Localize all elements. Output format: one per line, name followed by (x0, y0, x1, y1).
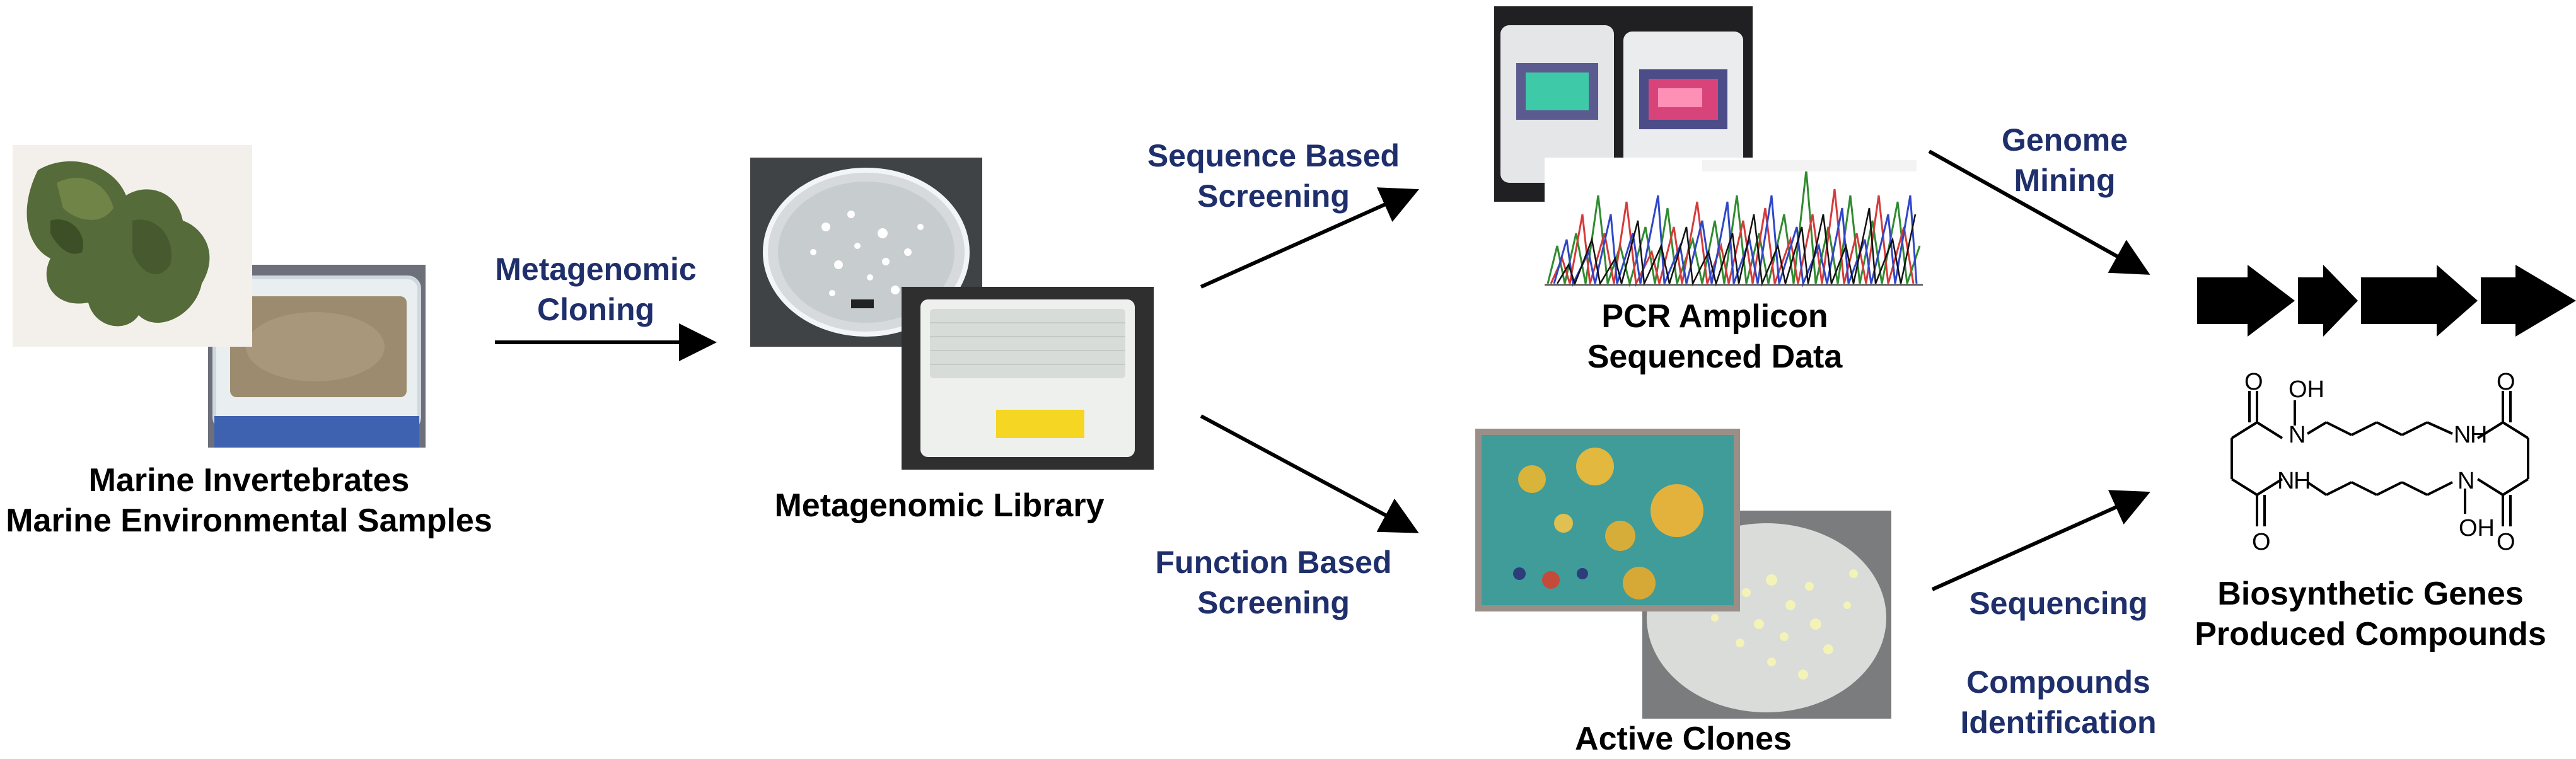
atom-oh-top: OH (2289, 376, 2324, 403)
step-compounds-line2: Identification (1960, 705, 2157, 740)
step-cloning-line2: Cloning (537, 292, 655, 327)
caption-biosynthetic-output: Biosynthetic Genes Produced Compounds (2169, 574, 2572, 654)
atom-o-bottom-left: O (2252, 529, 2271, 555)
step-sequence-line1: Sequence Based (1147, 138, 1400, 173)
atom-n-top-left: N (2289, 422, 2306, 448)
atom-n-bottom-right: N (2457, 468, 2474, 494)
arrow-sequence-screening (1200, 187, 1419, 289)
clone-plate-photo-blue (1475, 429, 1740, 611)
caption-biosynthetic-line2: Produced Compounds (2195, 616, 2546, 652)
step-sequencing-text: Sequencing (1969, 586, 2148, 621)
atom-n-top-right: N (2454, 422, 2471, 448)
step-function-screening: Function Based Screening (1122, 542, 1425, 623)
caption-pcr-sequenced: PCR Amplicon Sequenced Data (1538, 296, 1891, 377)
step-genome-line1: Genome (2001, 122, 2128, 158)
atom-h-bottom-left: H (2294, 468, 2311, 494)
sponge-photo (13, 145, 252, 347)
step-sequence-line2: Screening (1197, 178, 1350, 214)
arrow-sequencing (1931, 490, 2150, 591)
step-sequencing: Sequencing (1942, 583, 2175, 623)
atom-n-bottom-left: N (2277, 468, 2294, 494)
caption-pcr-line1: PCR Amplicon (1601, 298, 1828, 335)
arrow-function-screening (1200, 414, 1419, 533)
step-compounds-line1: Compounds (1966, 664, 2150, 700)
caption-metagenomic-library-text: Metagenomic Library (774, 487, 1105, 524)
caption-active-clones-text: Active Clones (1575, 721, 1792, 757)
step-metagenomic-cloning: Metagenomic Cloning (467, 249, 725, 330)
step-cloning-line1: Metagenomic (495, 252, 697, 287)
caption-active-clones: Active Clones (1532, 719, 1835, 759)
step-function-line2: Screening (1197, 585, 1350, 620)
structure-atom-labels: O OH N N H O N H N OH O O (2244, 369, 2515, 555)
caption-marine-samples-line2: Marine Environmental Samples (6, 502, 492, 539)
active-clones-photos (1475, 429, 1891, 719)
atom-oh-bottom: OH (2459, 515, 2495, 542)
step-sequence-screening: Sequence Based Screening (1122, 136, 1425, 216)
metagenomic-library-photos (750, 158, 1154, 470)
arrow-genome-mining (1928, 149, 2150, 275)
atom-o-top-left: O (2244, 369, 2263, 395)
atom-o-bottom-right: O (2497, 529, 2515, 555)
caption-pcr-line2: Sequenced Data (1587, 339, 1843, 375)
step-compounds-identification: Compounds Identification (1935, 662, 2181, 743)
biosynthetic-genes-illustration: O OH N N H O N H N OH O O (2197, 265, 2576, 555)
chemical-structure (2231, 391, 2529, 526)
marine-samples-photos (13, 145, 426, 448)
step-genome-mining: Genome Mining (1961, 120, 2169, 200)
atom-o-top-right: O (2497, 369, 2515, 395)
caption-marine-samples: Marine Invertebrates Marine Environmenta… (0, 460, 498, 541)
atom-h-top-right: H (2470, 422, 2487, 448)
pcr-sequencing-illustration (1494, 6, 1923, 296)
caption-metagenomic-library: Metagenomic Library (731, 485, 1147, 526)
caption-marine-samples-line1: Marine Invertebrates (88, 462, 410, 499)
microplate-photo (902, 287, 1154, 470)
caption-biosynthetic-line1: Biosynthetic Genes (2217, 576, 2524, 612)
step-function-line1: Function Based (1155, 545, 1392, 580)
sediment-tray-photo (208, 265, 426, 448)
chromatogram-plot (1545, 158, 1923, 296)
step-genome-line2: Mining (2014, 163, 2116, 198)
gene-cluster-arrows (2197, 265, 2576, 337)
